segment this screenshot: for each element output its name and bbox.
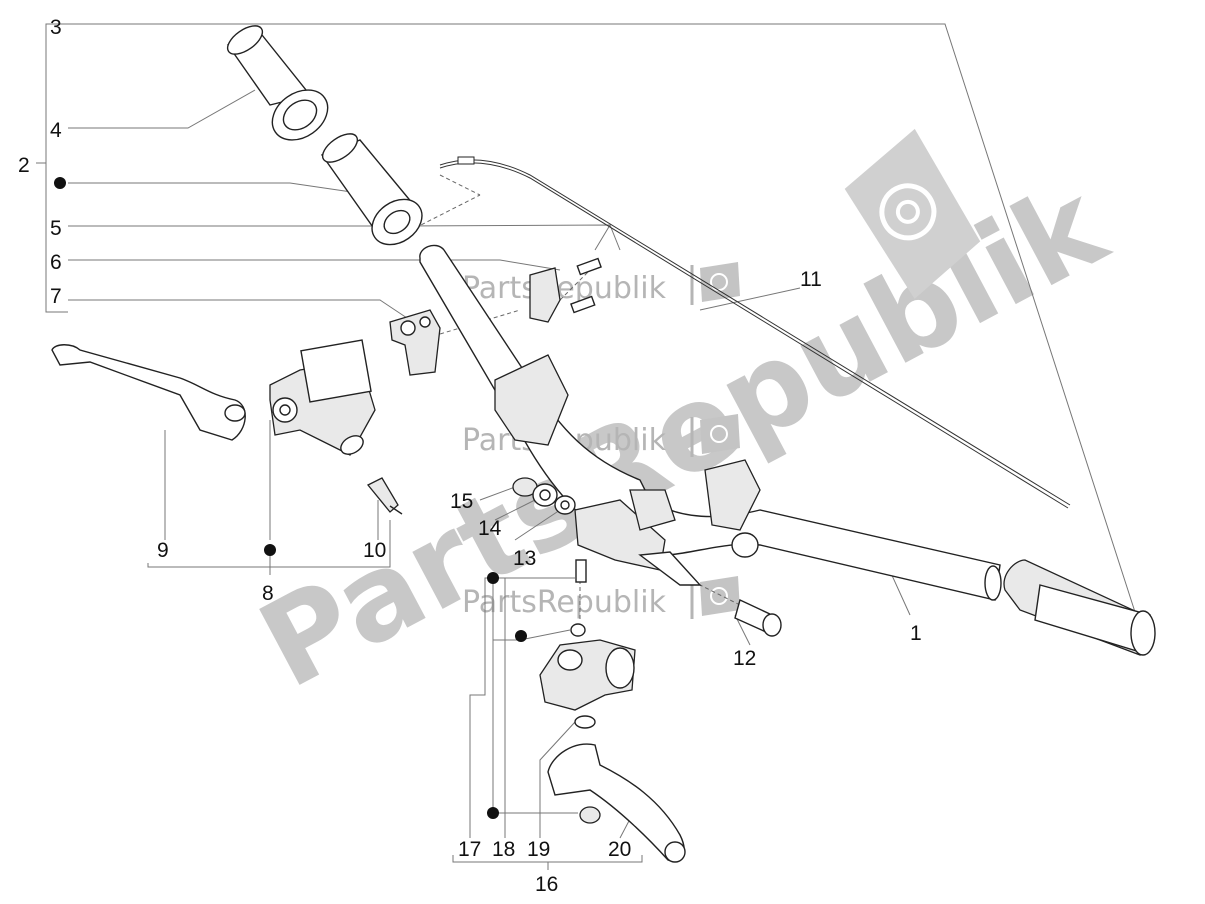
leader-lines [36, 23, 1136, 870]
part-lever-20 [547, 743, 686, 863]
callout-16: 16 [535, 873, 558, 896]
part-throttle-cable [439, 156, 1071, 509]
part-brake-lever [51, 344, 246, 441]
part-master-cylinder [269, 339, 376, 456]
callout-18: 18 [492, 838, 515, 861]
callout-7: 7 [50, 285, 62, 308]
callout-labels: 1 2 3 4 5 6 7 8 9 10 11 12 13 14 15 16 1… [18, 16, 922, 896]
part-bar-end-bolt [734, 599, 782, 637]
part-screw-lower [570, 559, 587, 637]
callout-10: 10 [363, 539, 386, 562]
part-grip-right [1003, 559, 1156, 656]
part-throttle-grip [320, 133, 423, 246]
callout-19: 19 [527, 838, 550, 861]
callout-1: 1 [910, 622, 922, 645]
part-spacers [512, 477, 576, 515]
bullet-dot-icon [487, 572, 499, 584]
part-throttle-housing [529, 257, 602, 323]
part-lever-bracket [539, 639, 636, 711]
bullet-dot-icons [54, 177, 527, 819]
callout-11: 11 [800, 268, 822, 291]
part-grip-upper [226, 25, 329, 141]
bullet-dot-icon [515, 630, 527, 642]
gear-flag-icon [700, 414, 740, 454]
watermark-large-gear-icon [844, 128, 981, 299]
callout-12: 12 [733, 647, 756, 670]
part-brake-switch [366, 477, 403, 515]
callout-5: 5 [50, 217, 62, 240]
bullet-dot-icon [487, 807, 499, 819]
part-switch-clamp [389, 309, 441, 376]
watermark-small-3: PartsRepublik [462, 576, 740, 620]
gear-flag-icon [700, 576, 740, 616]
callout-4: 4 [50, 119, 62, 142]
callout-9: 9 [157, 539, 169, 562]
bullet-dot-icon [54, 177, 66, 189]
callout-15: 15 [450, 490, 473, 513]
callout-8: 8 [262, 582, 274, 605]
callout-20: 20 [608, 838, 631, 861]
part-nut-18 [579, 806, 601, 824]
callout-13: 13 [513, 547, 536, 570]
bullet-dot-icon [264, 544, 276, 556]
callout-6: 6 [50, 251, 62, 274]
callout-3: 3 [50, 16, 62, 39]
watermark-small-1: PartsRepublik [462, 262, 740, 306]
svg-text:PartsRepublik: PartsRepublik [462, 585, 667, 620]
callout-14: 14 [478, 517, 502, 540]
part-handlebar [419, 244, 1002, 601]
watermark-large-diagonal: PartsRepublik [238, 155, 1127, 715]
svg-text:PartsRepublik: PartsRepublik [462, 271, 667, 306]
callout-2: 2 [18, 154, 30, 177]
gear-flag-icon [700, 262, 740, 302]
callout-17: 17 [458, 838, 481, 861]
svg-text:PartsRepublik: PartsRepublik [238, 155, 1127, 715]
part-spring-19 [574, 715, 596, 729]
